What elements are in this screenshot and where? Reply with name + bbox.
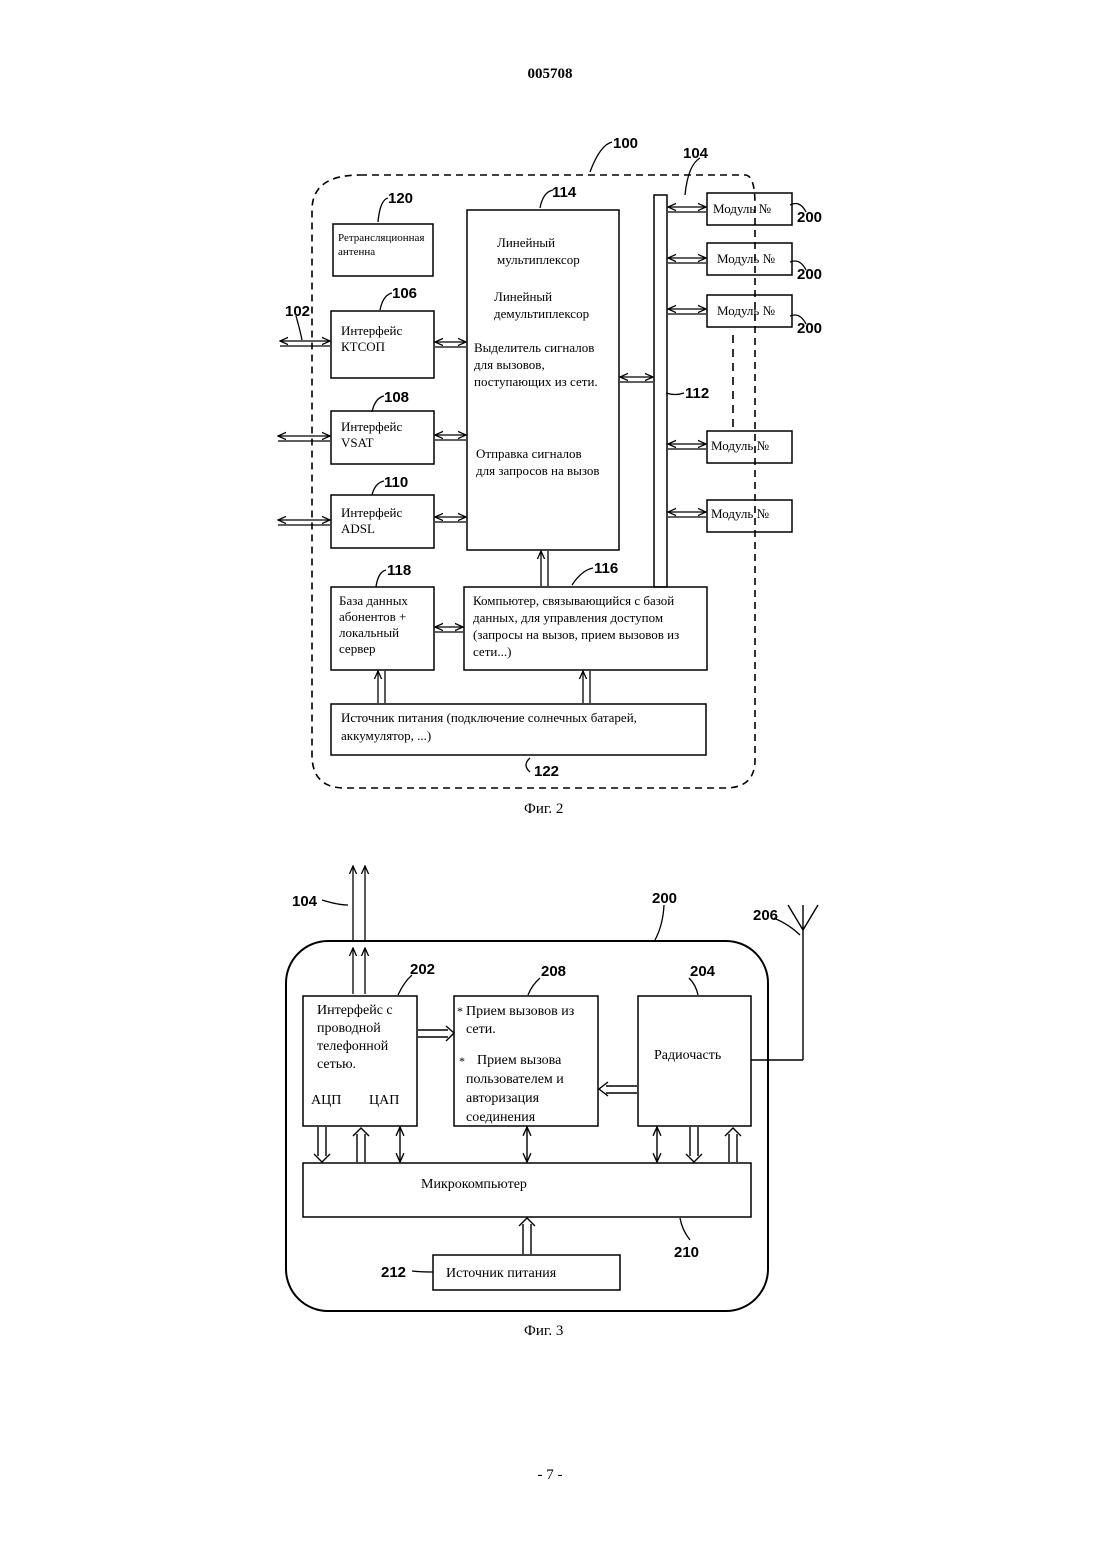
ref-114: 114 bbox=[552, 184, 577, 201]
figure-3-caption: Фиг. 3 bbox=[524, 1323, 563, 1339]
ref-200-a: 200 bbox=[797, 209, 822, 226]
wired-label-1: Интерфейс с bbox=[317, 1003, 393, 1018]
power-supply-label: Источник питания bbox=[446, 1266, 557, 1281]
ref-108: 108 bbox=[384, 389, 409, 406]
module-label-2: Модуль № bbox=[717, 251, 775, 266]
pstn-label-2: КТСОП bbox=[341, 339, 385, 354]
demux-label-1: Линейный bbox=[494, 289, 552, 304]
ref-118: 118 bbox=[387, 562, 411, 579]
ref-122: 122 bbox=[534, 763, 559, 780]
ref-116: 116 bbox=[594, 560, 618, 577]
wired-label-3: телефонной bbox=[317, 1039, 389, 1054]
antenna-label-2: антенна bbox=[338, 246, 375, 258]
db-label-2: абонентов + bbox=[339, 609, 406, 624]
antenna-206-icon bbox=[751, 905, 818, 1060]
wired-label-2: проводной bbox=[317, 1021, 381, 1036]
ref-200-c: 200 bbox=[797, 320, 822, 337]
ref-202: 202 bbox=[410, 961, 435, 978]
call-item2-line1: Прием вызова bbox=[477, 1053, 562, 1068]
wired-label-4: сетью. bbox=[317, 1057, 356, 1072]
db-label-4: сервер bbox=[339, 641, 376, 656]
module-label-3: Модуль № bbox=[717, 303, 775, 318]
ref-102: 102 bbox=[285, 303, 310, 320]
page-number: - 7 - bbox=[0, 1467, 1100, 1484]
extractor-label-2: для вызовов, bbox=[474, 357, 545, 372]
call-item2-line3: авторизация bbox=[466, 1091, 540, 1106]
bullet-2: * bbox=[459, 1054, 465, 1068]
ref-210: 210 bbox=[674, 1244, 699, 1261]
adc-label: АЦП bbox=[311, 1093, 341, 1108]
call-item1-line2: сети. bbox=[466, 1022, 496, 1037]
call-item2-line4: соединения bbox=[466, 1110, 536, 1125]
radio-label: Радиочасть bbox=[654, 1048, 721, 1063]
bus-112 bbox=[654, 195, 667, 587]
ref-212: 212 bbox=[381, 1264, 406, 1281]
antenna-label-1: Ретрансляционная bbox=[338, 232, 425, 244]
bullet-1: * bbox=[457, 1004, 463, 1018]
ref-200-fig3: 200 bbox=[652, 890, 677, 907]
call-item2-line2: пользователем и bbox=[466, 1072, 564, 1087]
extractor-label-1: Выделитель сигналов bbox=[474, 340, 594, 355]
power-label-2: аккумулятор, ...) bbox=[341, 728, 431, 743]
computer-label-1: Компьютер, связывающийся с базой bbox=[473, 593, 674, 608]
computer-label-3: (запросы на вызов, прием вызовов из bbox=[473, 627, 679, 642]
ref-110: 110 bbox=[384, 474, 408, 491]
microcomputer-box bbox=[303, 1163, 751, 1217]
ref-200-b: 200 bbox=[797, 266, 822, 283]
dac-label: ЦАП bbox=[369, 1093, 399, 1108]
adsl-label-2: ADSL bbox=[341, 521, 375, 536]
pstn-label-1: Интерфейс bbox=[341, 323, 402, 338]
figure-2-caption: Фиг. 2 bbox=[524, 801, 563, 817]
sender-label-2: для запросов на вызов bbox=[476, 463, 600, 478]
ref-204: 204 bbox=[690, 963, 716, 980]
demux-label-2: демультиплексор bbox=[494, 306, 589, 321]
call-item1-line1: Прием вызовов из bbox=[466, 1004, 575, 1019]
module-label-1: Модуль № bbox=[713, 201, 771, 216]
db-label-1: База данных bbox=[339, 593, 408, 608]
ref-112: 112 bbox=[685, 385, 709, 402]
ref-120: 120 bbox=[388, 190, 413, 207]
ref-100: 100 bbox=[613, 135, 638, 152]
module-label-5: Модуль № bbox=[711, 506, 769, 521]
ref-208: 208 bbox=[541, 963, 566, 980]
ref-206: 206 bbox=[753, 907, 778, 924]
microcomputer-label: Микрокомпьютер bbox=[421, 1177, 527, 1192]
adsl-label-1: Интерфейс bbox=[341, 505, 402, 520]
module-label-4: Модуль № bbox=[711, 438, 769, 453]
ref-106: 106 bbox=[392, 285, 417, 302]
db-label-3: локальный bbox=[339, 625, 399, 640]
extractor-label-3: поступающих из сети. bbox=[474, 374, 598, 389]
mux-label-2: мультиплексор bbox=[497, 252, 580, 267]
computer-label-2: данных, для управления доступом bbox=[473, 610, 663, 625]
ref-104-fig3: 104 bbox=[292, 893, 318, 910]
vsat-label-2: VSAT bbox=[341, 435, 374, 450]
mux-label-1: Линейный bbox=[497, 235, 555, 250]
power-label-1: Источник питания (подключение солнечных … bbox=[341, 710, 637, 725]
computer-label-4: сети...) bbox=[473, 644, 511, 659]
ref-104: 104 bbox=[683, 145, 709, 162]
vsat-label-1: Интерфейс bbox=[341, 419, 402, 434]
sender-label-1: Отправка сигналов bbox=[476, 446, 582, 461]
